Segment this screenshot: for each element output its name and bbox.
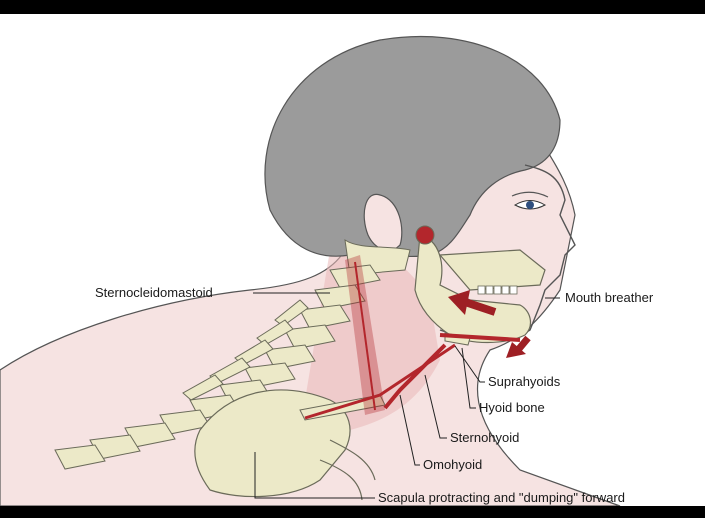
top-bar xyxy=(0,0,705,14)
label-sternocleidomastoid: Sternocleidomastoid xyxy=(95,285,213,300)
label-mouth-breather: Mouth breather xyxy=(565,290,653,305)
label-omohyoid: Omohyoid xyxy=(423,457,482,472)
label-scapula: Scapula protracting and "dumping" forwar… xyxy=(378,490,625,505)
teeth xyxy=(478,286,517,294)
label-sternohyoid: Sternohyoid xyxy=(450,430,519,445)
label-suprahyoids: Suprahyoids xyxy=(488,374,560,389)
tmj-joint xyxy=(416,226,434,244)
bottom-bar xyxy=(0,506,705,518)
label-hyoid-bone: Hyoid bone xyxy=(479,400,545,415)
